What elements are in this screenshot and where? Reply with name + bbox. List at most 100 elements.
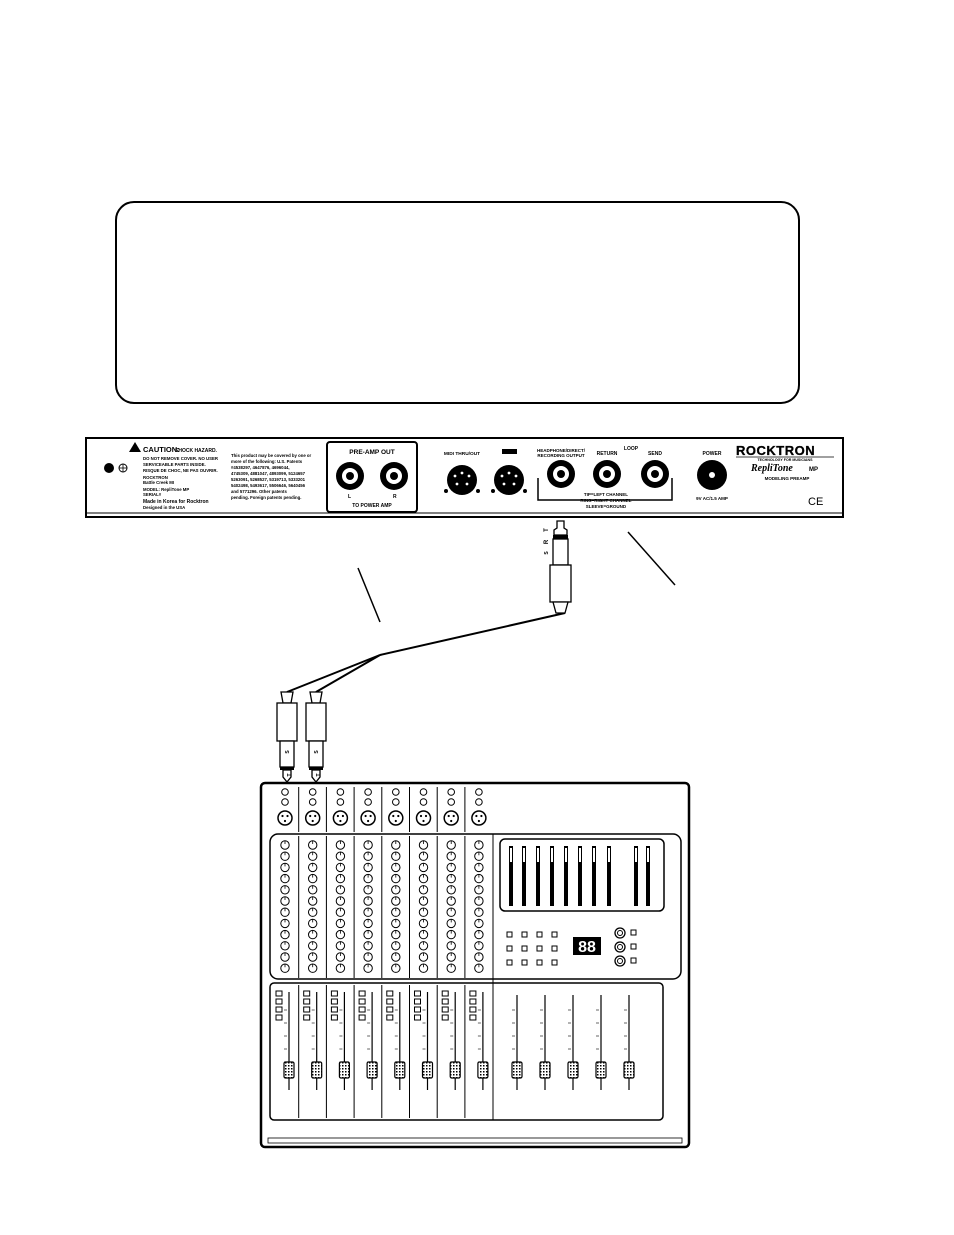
insert-jack[interactable] xyxy=(364,798,372,806)
channel-knob[interactable] xyxy=(391,952,401,962)
channel-knob[interactable] xyxy=(363,963,373,973)
channel-knob[interactable] xyxy=(446,941,456,951)
channel-fader[interactable] xyxy=(283,1061,295,1079)
channel-knob[interactable] xyxy=(280,941,290,951)
channel-button[interactable] xyxy=(275,998,283,1005)
line-input-jack[interactable] xyxy=(392,788,400,796)
channel-knob[interactable] xyxy=(363,952,373,962)
xlr-input-jack[interactable] xyxy=(304,810,321,826)
channel-knob[interactable] xyxy=(446,840,456,850)
channel-knob[interactable] xyxy=(280,873,290,884)
master-button[interactable] xyxy=(506,959,513,966)
channel-button[interactable] xyxy=(303,1006,311,1013)
xlr-input-jack[interactable] xyxy=(360,810,376,826)
channel-knob[interactable] xyxy=(308,873,318,884)
channel-knob[interactable] xyxy=(308,929,318,940)
channel-fader[interactable] xyxy=(338,1061,350,1079)
channel-button[interactable] xyxy=(330,998,338,1005)
channel-knob[interactable] xyxy=(391,862,401,873)
channel-knob[interactable] xyxy=(391,918,401,929)
channel-knob[interactable] xyxy=(308,851,318,861)
master-button[interactable] xyxy=(521,931,528,938)
channel-knob[interactable] xyxy=(474,907,484,917)
channel-button[interactable] xyxy=(469,1006,477,1013)
channel-knob[interactable] xyxy=(280,862,290,873)
channel-knob[interactable] xyxy=(308,885,318,895)
channel-knob[interactable] xyxy=(363,851,373,861)
channel-knob[interactable] xyxy=(335,907,346,917)
channel-knob[interactable] xyxy=(308,941,318,951)
channel-button[interactable] xyxy=(469,1014,477,1021)
channel-knob[interactable] xyxy=(446,873,456,884)
master-button[interactable] xyxy=(536,945,543,952)
midi-thru-out-jack[interactable] xyxy=(444,465,480,495)
channel-button[interactable] xyxy=(275,1006,283,1013)
line-input-jack[interactable] xyxy=(308,788,317,796)
channel-knob[interactable] xyxy=(474,929,484,940)
master-button[interactable] xyxy=(551,959,558,966)
channel-knob[interactable] xyxy=(308,918,318,929)
channel-knob[interactable] xyxy=(308,896,318,906)
xlr-input-jack[interactable] xyxy=(443,810,459,826)
channel-knob[interactable] xyxy=(474,851,484,861)
channel-knob[interactable] xyxy=(446,885,456,895)
insert-jack[interactable] xyxy=(392,798,400,806)
master-knob[interactable] xyxy=(614,927,626,939)
preamp-out-r-jack[interactable] xyxy=(380,462,408,490)
channel-button[interactable] xyxy=(414,1006,421,1013)
channel-button[interactable] xyxy=(386,1014,394,1021)
xlr-input-jack[interactable] xyxy=(277,810,293,826)
channel-knob[interactable] xyxy=(335,963,346,973)
channel-button[interactable] xyxy=(358,1014,366,1021)
channel-knob[interactable] xyxy=(280,952,290,962)
insert-jack[interactable] xyxy=(281,798,289,806)
channel-knob[interactable] xyxy=(418,941,429,951)
channel-knob[interactable] xyxy=(280,840,290,850)
channel-fader[interactable] xyxy=(366,1061,378,1079)
channel-button[interactable] xyxy=(441,1014,449,1021)
line-input-jack[interactable] xyxy=(447,788,456,796)
channel-button[interactable] xyxy=(386,990,394,997)
channel-knob[interactable] xyxy=(391,873,401,884)
channel-knob[interactable] xyxy=(363,896,373,906)
channel-knob[interactable] xyxy=(446,896,456,906)
master-button[interactable] xyxy=(551,931,558,938)
channel-knob[interactable] xyxy=(418,907,429,917)
channel-knob[interactable] xyxy=(308,907,318,917)
channel-button[interactable] xyxy=(469,998,477,1005)
channel-knob[interactable] xyxy=(446,952,456,962)
channel-knob[interactable] xyxy=(474,862,484,873)
master-fader[interactable] xyxy=(595,1061,607,1079)
channel-knob[interactable] xyxy=(391,840,401,850)
channel-knob[interactable] xyxy=(446,907,456,917)
channel-button[interactable] xyxy=(441,1006,449,1013)
channel-knob[interactable] xyxy=(418,873,429,884)
channel-knob[interactable] xyxy=(474,952,484,962)
master-switch[interactable] xyxy=(630,929,637,936)
channel-knob[interactable] xyxy=(335,952,346,962)
channel-knob[interactable] xyxy=(418,862,429,873)
channel-knob[interactable] xyxy=(335,918,346,929)
channel-button[interactable] xyxy=(330,1014,338,1021)
channel-button[interactable] xyxy=(358,990,366,997)
headphone-output-jack[interactable] xyxy=(547,460,575,488)
channel-knob[interactable] xyxy=(308,963,318,973)
channel-knob[interactable] xyxy=(446,851,456,861)
xlr-input-jack[interactable] xyxy=(471,810,487,826)
channel-fader[interactable] xyxy=(311,1061,323,1079)
channel-knob[interactable] xyxy=(391,907,401,917)
channel-knob[interactable] xyxy=(363,840,373,850)
channel-knob[interactable] xyxy=(391,963,401,973)
channel-knob[interactable] xyxy=(363,907,373,917)
channel-knob[interactable] xyxy=(418,952,429,962)
loop-send-jack[interactable] xyxy=(641,460,669,488)
channel-knob[interactable] xyxy=(391,941,401,951)
channel-button[interactable] xyxy=(386,998,394,1005)
channel-button[interactable] xyxy=(414,990,421,997)
channel-knob[interactable] xyxy=(418,851,429,861)
channel-button[interactable] xyxy=(303,990,311,997)
preamp-out-l-jack[interactable] xyxy=(336,462,364,490)
channel-button[interactable] xyxy=(303,1014,311,1021)
channel-fader[interactable] xyxy=(449,1061,461,1079)
channel-knob[interactable] xyxy=(308,862,318,873)
